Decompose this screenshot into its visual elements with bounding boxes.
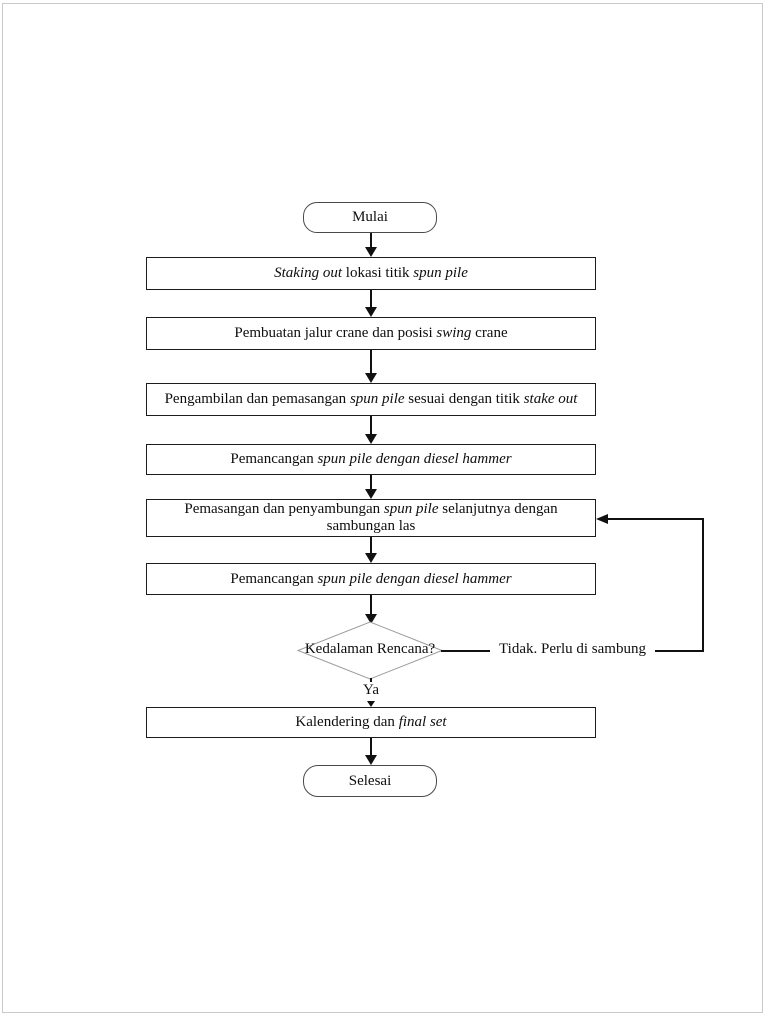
start-terminator: Mulai xyxy=(303,202,437,233)
arrowhead-start-step1 xyxy=(365,247,377,257)
decision-label: Kedalaman Rencana? xyxy=(304,641,436,657)
arrowhead-step2-step3 xyxy=(365,373,377,383)
no-branch-label: Tidak. Perlu di sambung xyxy=(490,641,655,658)
arrowhead-step5-step6 xyxy=(365,553,377,563)
process-step-penyambungan: Pemasangan dan penyambungan spun pile se… xyxy=(146,499,596,537)
process-step-label: Staking out lokasi titik spun pile xyxy=(274,265,468,281)
arrowhead-step7-end xyxy=(365,755,377,765)
process-step-label: Pemancangan spun pile dengan diesel hamm… xyxy=(230,570,512,587)
process-step-label: Pemasangan dan penyambungan spun pile se… xyxy=(184,501,558,534)
connector-step5-step6 xyxy=(370,537,372,554)
yes-branch-label: Ya xyxy=(341,682,401,699)
connector-start-step1 xyxy=(370,233,372,248)
connector-step6-decision xyxy=(370,595,372,615)
end-terminator-label: Selesai xyxy=(348,772,392,789)
loop-line-right xyxy=(702,519,704,652)
connector-step1-step2 xyxy=(370,290,372,308)
process-step-pemancangan-1: Pemancangan spun pile dengan diesel hamm… xyxy=(146,444,596,475)
process-step-label: Pembuatan jalur crane dan posisi swing c… xyxy=(234,325,508,341)
connector-decision-yes-tick xyxy=(370,678,372,683)
arrowhead-step6-decision xyxy=(365,614,377,624)
connector-step2-step3 xyxy=(370,350,372,374)
end-terminator: Selesai xyxy=(303,765,437,797)
process-step-pengambilan: Pengambilan dan pemasangan spun pile ses… xyxy=(146,383,596,416)
process-step-staking-out: Staking out lokasi titik spun pile xyxy=(146,257,596,290)
process-step-label: Pemancangan spun pile dengan diesel hamm… xyxy=(230,451,512,467)
start-terminator-label: Mulai xyxy=(352,209,388,225)
process-step-label: Pengambilan dan pemasangan spun pile ses… xyxy=(164,391,578,407)
connector-step4-step5 xyxy=(370,475,372,490)
process-step-pemancangan-2: Pemancangan spun pile dengan diesel hamm… xyxy=(146,563,596,595)
loop-line-top xyxy=(608,518,704,520)
connector-step3-step4 xyxy=(370,416,372,435)
arrowhead-yes-step7 xyxy=(367,701,375,707)
process-step-jalur-crane: Pembuatan jalur crane dan posisi swing c… xyxy=(146,317,596,350)
arrowhead-step4-step5 xyxy=(365,489,377,499)
connector-step7-end xyxy=(370,738,372,756)
arrowhead-step1-step2 xyxy=(365,307,377,317)
arrowhead-loop-step5 xyxy=(596,514,608,524)
arrowhead-step3-step4 xyxy=(365,434,377,444)
process-step-label: Kalendering dan final set xyxy=(295,714,447,730)
process-step-kalendering: Kalendering dan final set xyxy=(146,707,596,738)
